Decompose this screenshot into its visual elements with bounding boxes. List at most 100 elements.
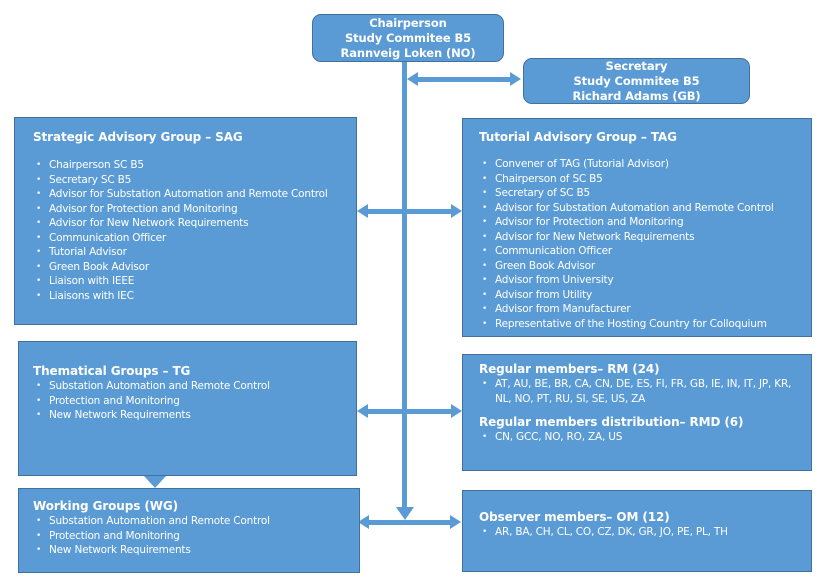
list-item-label: Substation Automation and Remote Control [49,380,270,392]
bullet-icon: • [36,218,42,228]
list-item: • Liaisons with IEC [33,289,342,304]
list-item: • Green Book Advisor [479,259,799,274]
rm-title: Regular members– RM (24) [479,362,660,376]
tag-list: • Convener of TAG (Tutorial Advisor) • Chai… [479,157,799,331]
list-item: • Convener of TAG (Tutorial Advisor) [479,157,799,172]
list-item: • Protection and Monitoring [33,394,344,409]
secretary-name: Richard Adams (GB) [572,88,701,103]
list-item-label: Tutorial Advisor [49,246,127,258]
list-item-label: Chairperson of SC B5 [495,172,603,185]
bullet-icon: • [36,174,42,185]
bullet-icon: • [36,545,42,555]
rm-rmd-spacer [479,406,799,415]
list-item-label: Protection and Monitoring [49,394,180,407]
secretary-committee: Study Commitee B5 [573,73,700,88]
tg-wg-down-arrowhead [144,476,166,488]
list-item: •New Network Requirements [33,408,344,423]
bullet-icon: • [482,304,488,314]
list-item-label: Green Book Advisor [49,260,150,273]
bullet-icon: • [36,395,42,406]
list-item-label: Advisor for Protection and Monitoring [49,202,238,215]
list-item: •Advisor for Substation Automation and R… [33,187,342,202]
secretary-role: Secretary [605,58,668,73]
list-item-label: New Network Requirements [49,544,191,556]
tag-title: Tutorial Advisory Group – TAG [479,130,677,144]
list-item-label: Advisor for Substation Automation and Re… [495,201,774,214]
tg-title: Thematical Groups – TG [33,364,191,378]
list-item-label: Advisor for Protection and Monitoring [495,216,684,228]
list-item-label: Protection and Monitoring [49,529,180,542]
tg-box: Thematical Groups – TG • Substation Autom… [18,341,357,476]
bullet-icon: • [482,231,488,242]
list-item-label: Green Book Advisor [495,259,596,272]
list-item-label: Liaisons with IEC [49,289,134,302]
sag-title: Strategic Advisory Group – SAG [33,130,243,144]
bullet-icon: • [482,318,488,329]
om-box: Observer members– OM (12) • AR, BA, CH, C… [462,490,812,572]
bullet-icon: • [36,232,42,243]
list-item: • AR, BA, CH, CL, CO, CZ, DK, GR, JO, PE,… [479,525,799,540]
list-item: • New Network Requirements [33,543,347,558]
rmd-list: • CN, GCC, NO, RO, ZA, US [479,430,799,445]
list-item-label: AR, BA, CH, CL, CO, CZ, DK, GR, JO, PE, … [495,526,728,538]
list-item: • Protection and Monitoring [33,529,347,544]
list-item-label: Secretary SC B5 [49,173,132,186]
bullet-icon: • [482,202,488,213]
list-item-label: Liaison with IEEE [49,275,135,287]
wg-list: • Substation Automation and Remote Contro… [33,514,347,558]
list-item-label: Communication Officer [495,245,613,257]
wg-title: Working Groups (WG) [33,499,178,513]
bullet-icon: • [482,159,488,169]
list-item: • Chairperson of SC B5 [479,172,799,187]
list-item: •Advisor from Manufacturer [479,302,799,317]
list-item: • Advisor for Substation Automation and R… [479,201,799,216]
list-item-label: Advisor from University [495,274,614,286]
list-item: • Advisor for Protection and Monitoring [33,202,342,217]
om-title: Observer members– OM (12) [479,510,670,524]
bullet-icon: • [36,290,42,301]
list-item-label: New Network Requirements [49,409,191,421]
list-item-label: AT, AU, BE, BR, CA, CN, DE, ES, FI, FR, … [495,378,792,405]
list-item-label: Secretary of SC B5 [495,187,590,199]
list-item: • Secretary of SC B5 [479,186,799,201]
bullet-icon: • [36,203,42,214]
list-item-label: Advisor from Utility [495,288,593,301]
chairperson-secretary-arrow [407,72,521,86]
sag-box: Strategic Advisory Group – SAG •Chairper… [14,117,357,325]
list-item: •Communication Officer [479,244,799,259]
bullet-icon: • [482,217,488,227]
list-item: • Advisor for Protection and Monitoring [479,215,799,230]
list-item: •Advisor for New Network Requirements [33,216,342,231]
tag-box: Tutorial Advisory Group – TAG • Convener … [462,118,812,337]
secretary-box: Secretary Study Commitee B5 Richard Adam… [523,58,750,104]
list-item-label: Representative of the Hosting Country fo… [495,317,767,330]
list-item: • Secretary SC B5 [33,173,342,188]
bullet-icon: • [36,160,42,170]
list-item-label: Advisor for New Network Requirements [495,230,695,243]
list-item: • Representative of the Hosting Country f… [479,317,799,332]
list-item-label: Convener of TAG (Tutorial Advisor) [495,158,669,170]
list-item-label: Advisor for Substation Automation and Re… [49,188,328,200]
list-item: • Advisor from University [479,273,799,288]
list-item-label: CN, GCC, NO, RO, ZA, US [495,431,623,443]
bullet-icon: • [36,530,42,541]
list-item: •Liaison with IEEE [33,274,342,289]
list-item: •Chairperson SC B5 [33,158,342,173]
vertical-connector-line [395,61,414,520]
chairperson-role: Chairperson [369,15,447,30]
list-item: •Advisor from Utility [479,288,799,303]
list-item-label: Substation Automation and Remote Control [49,515,270,527]
bullet-icon: • [482,260,488,271]
bullet-icon: • [482,275,488,285]
bullet-icon: • [482,432,488,442]
rm-box: Regular members– RM (24) • AT, AU, BE, BR… [462,354,812,471]
bullet-icon: • [482,188,488,198]
bullet-icon: • [36,247,42,257]
sag-list: •Chairperson SC B5•Secretary SC B5•Advis… [33,158,342,303]
tg-rm-arrow [357,404,462,418]
bullet-icon: • [482,527,488,537]
bullet-icon: • [36,261,42,272]
bullet-icon: • [482,173,488,184]
list-item: •Communication Officer [33,231,342,246]
